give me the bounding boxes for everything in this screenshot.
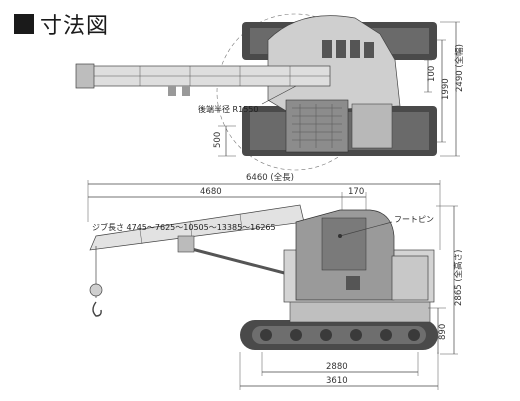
foot-pin-label: フートピン xyxy=(394,215,434,224)
side-step-block xyxy=(346,276,360,290)
side-bottom-dims xyxy=(239,352,439,390)
top-cab-grid xyxy=(292,104,342,148)
side-crawler-rollers xyxy=(260,329,420,341)
tail-radius-leader xyxy=(261,85,297,105)
top-upper-structure xyxy=(267,15,401,113)
top-boom-fitting-2 xyxy=(182,86,190,96)
dim-total-length: 6460 (全長) xyxy=(246,172,294,183)
top-cab xyxy=(285,99,349,153)
foot-pin-leader xyxy=(339,221,393,237)
heading-title: 寸法図 xyxy=(40,14,110,39)
top-view: 後端半径 R1550 2490 (全幅) 1990 100 500 xyxy=(75,13,465,171)
dim-100: 100 xyxy=(427,66,437,82)
top-boom-head xyxy=(75,63,95,89)
top-window-4 xyxy=(364,42,374,58)
side-height-dims xyxy=(428,205,458,355)
page-heading: 寸法図 xyxy=(14,8,109,40)
hook-icon xyxy=(92,301,102,317)
cylinder-bracket xyxy=(177,235,195,253)
dim-4680: 4680 xyxy=(200,187,222,197)
side-crawler-inner xyxy=(252,326,426,344)
side-cab-window xyxy=(321,217,367,271)
dim-total-height: 2865 (全高さ) xyxy=(453,250,464,306)
top-boom-fitting-1 xyxy=(168,86,176,96)
side-length-dims xyxy=(87,180,441,250)
jib-length-label: ジブ長さ 4745〜7625〜10505〜13385〜16265 xyxy=(92,222,276,232)
tail-radius-label: 後端半径 R1550 xyxy=(198,104,258,114)
dim-890: 890 xyxy=(438,324,448,340)
square-bullet-icon xyxy=(14,14,34,34)
foot-pin-icon xyxy=(338,234,342,238)
side-boom-sections xyxy=(139,213,243,245)
side-counterweight xyxy=(391,255,429,301)
top-engine-hood xyxy=(351,103,393,149)
dim-2880: 2880 xyxy=(326,362,348,372)
top-window-2 xyxy=(336,40,346,58)
top-boom-sections xyxy=(139,66,291,86)
dim-3610: 3610 xyxy=(326,376,348,386)
dim-170: 170 xyxy=(348,187,364,197)
top-window-1 xyxy=(322,40,332,58)
top-window-3 xyxy=(350,40,360,58)
side-lower-frame xyxy=(289,299,431,323)
hook-block xyxy=(89,283,103,297)
dim-500: 500 xyxy=(213,132,223,148)
luffing-cylinder xyxy=(179,244,297,278)
top-dim-lines xyxy=(218,21,460,157)
side-view: 6460 (全長) 4680 170 ジブ長さ 4745〜7625〜10505〜… xyxy=(87,172,464,390)
dim-2490: 2490 (全幅) xyxy=(454,44,465,92)
dim-1990: 1990 xyxy=(441,78,451,100)
side-boom xyxy=(89,204,305,251)
